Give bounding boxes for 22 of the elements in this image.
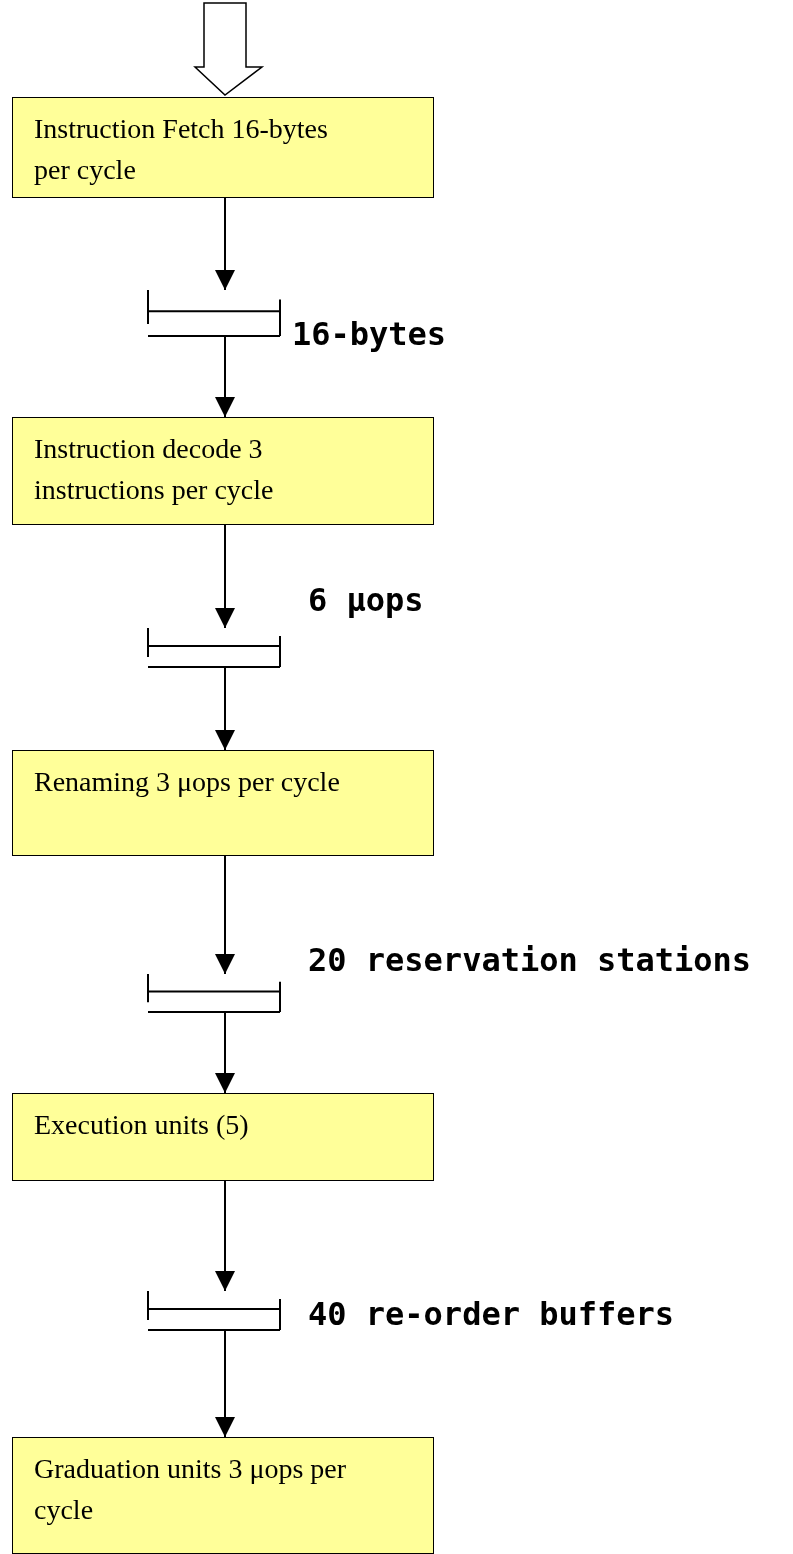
arrow — [215, 855, 235, 975]
buffer-size-label: 20 reservation stations — [308, 940, 752, 980]
buffer-size-label: 6 μops — [308, 580, 424, 620]
arrow — [215, 336, 235, 418]
queue-buffer-symbol — [147, 1291, 281, 1331]
process-box: Graduation units 3 μops per cycle — [12, 1437, 434, 1554]
queue-buffer-symbol — [147, 974, 281, 1013]
buffer-size-label: 16-bytes — [292, 314, 447, 354]
process-box: Instruction Fetch 16-bytes per cycle — [12, 97, 434, 198]
buffer-size-label: 40 re-order buffers — [308, 1294, 675, 1334]
process-box: Execution units (5) — [12, 1093, 434, 1181]
arrow — [215, 1180, 235, 1292]
block-arrow — [193, 2, 265, 96]
arrow — [215, 197, 235, 291]
arrow — [215, 1012, 235, 1094]
process-box: Instruction decode 3 instructions per cycle — [12, 417, 434, 525]
process-box: Renaming 3 μops per cycle — [12, 750, 434, 856]
queue-buffer-symbol — [147, 628, 281, 668]
arrow — [215, 524, 235, 629]
queue-buffer-symbol — [147, 290, 281, 337]
arrow — [215, 667, 235, 751]
arrow — [215, 1330, 235, 1438]
